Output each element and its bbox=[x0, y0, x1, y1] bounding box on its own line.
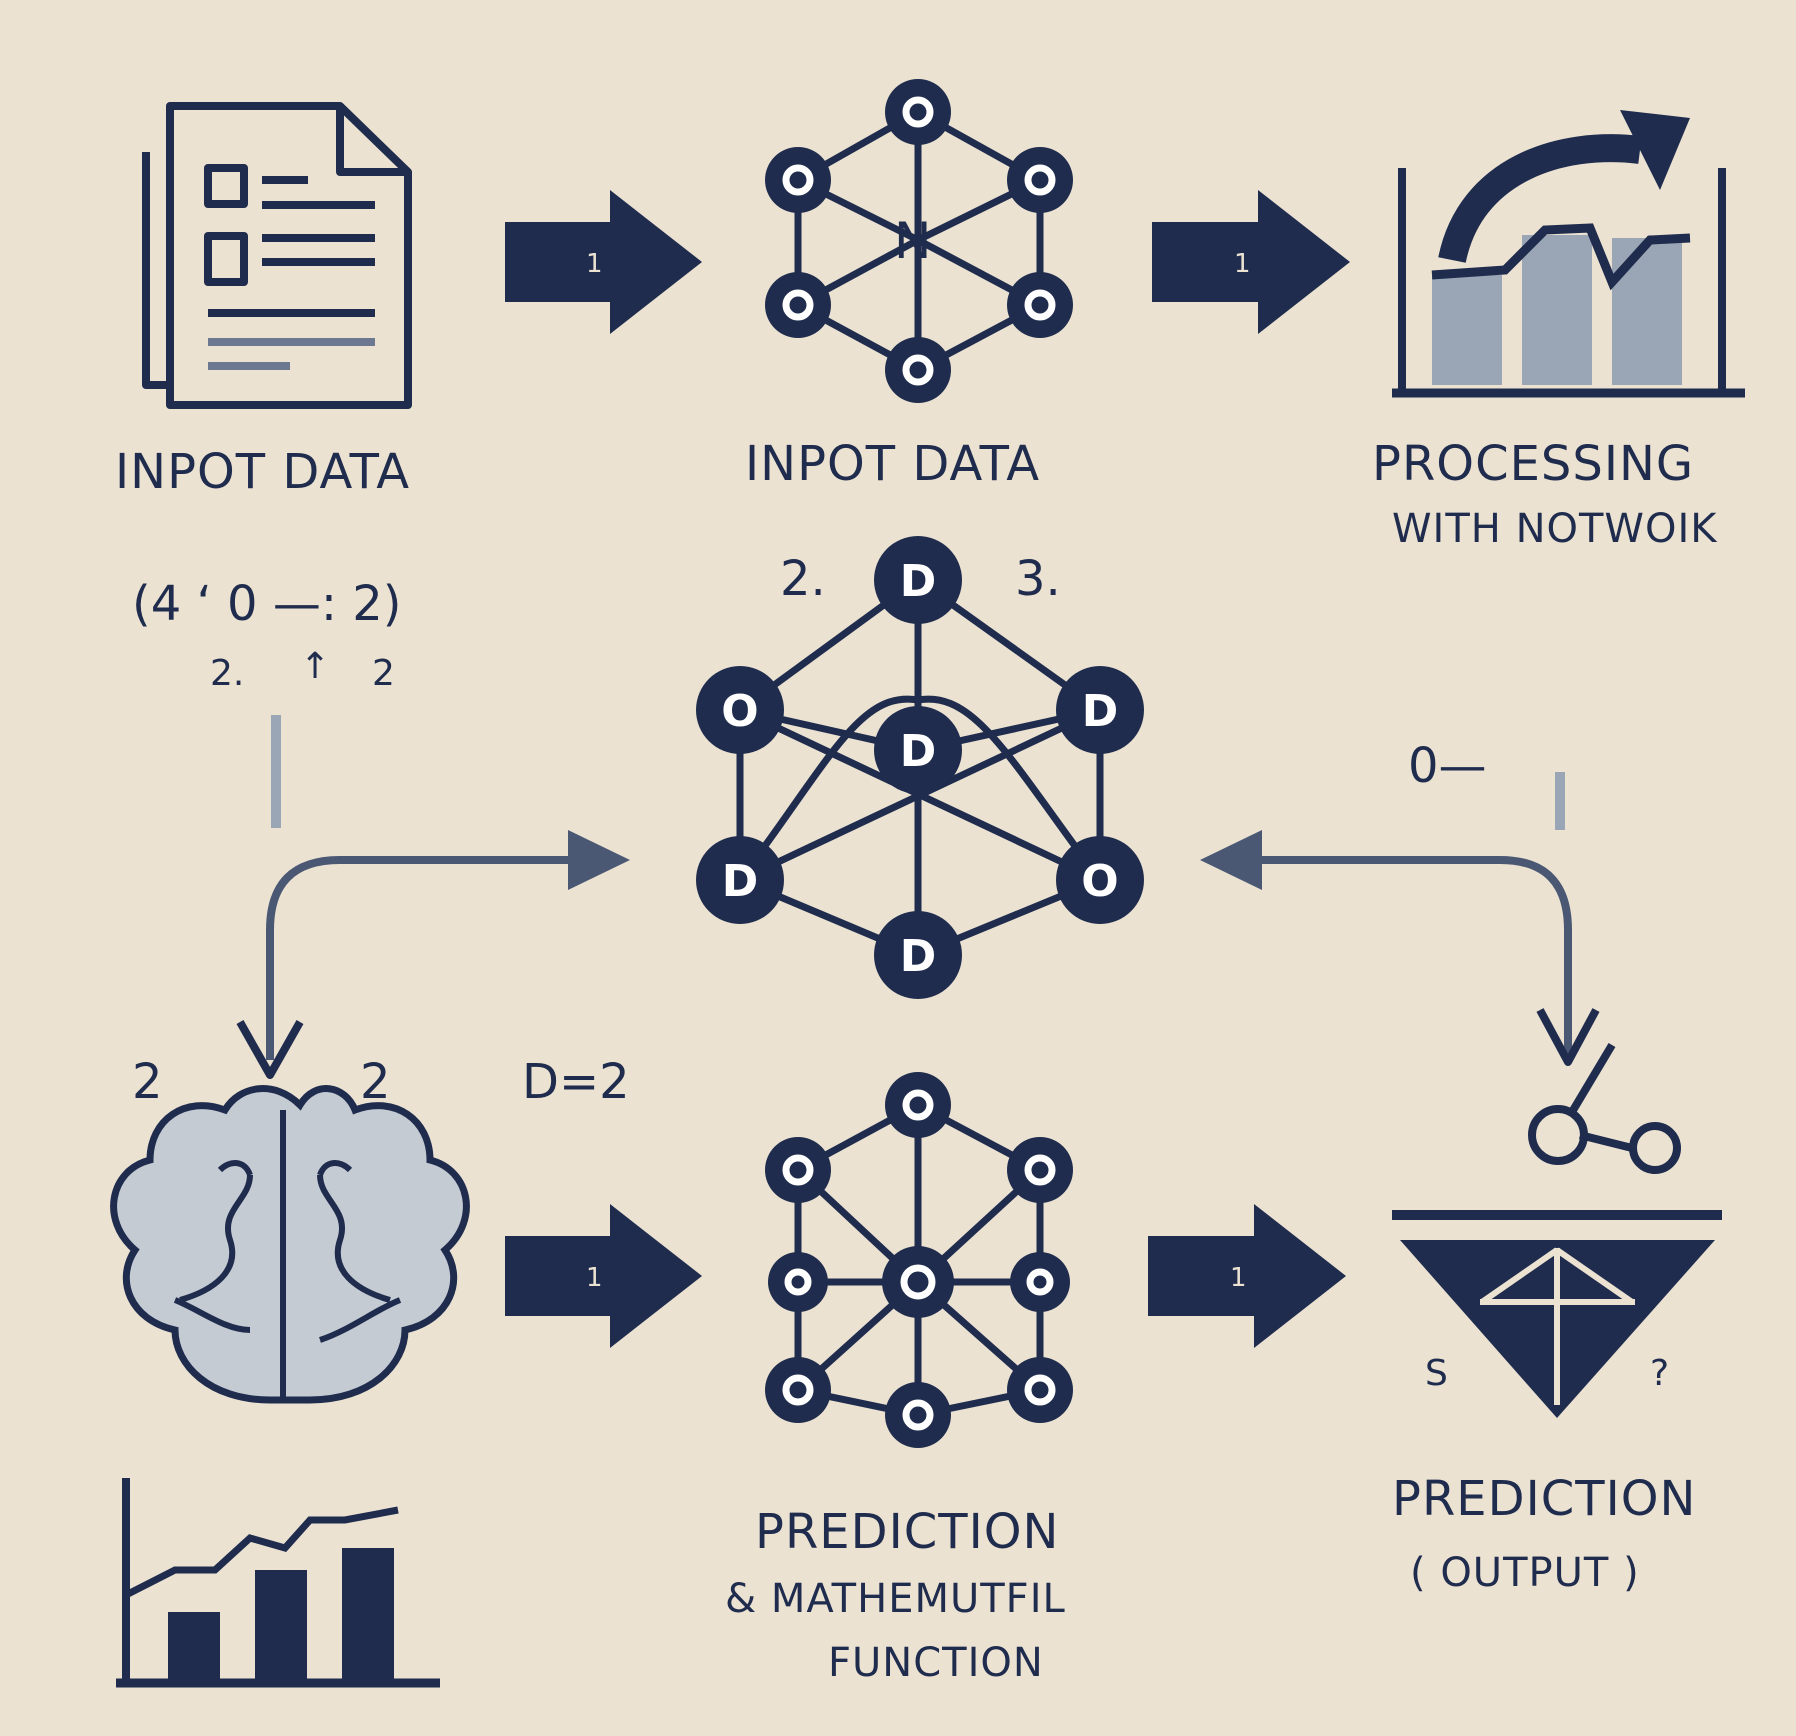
annotation-2: 2 bbox=[132, 1054, 163, 1110]
annotation-d-2: D=2 bbox=[522, 1054, 630, 1110]
mini-bar-chart-icon bbox=[116, 1478, 440, 1688]
processing-label-1: PROCESSING bbox=[1372, 436, 1694, 492]
network-icon bbox=[765, 1072, 1073, 1448]
svg-text:1: 1 bbox=[1234, 249, 1251, 279]
network-center-letter: N bbox=[894, 212, 931, 270]
node-d: D bbox=[722, 856, 759, 907]
svg-text:1: 1 bbox=[1230, 1263, 1247, 1293]
node-d: D bbox=[900, 726, 937, 777]
node-o: O bbox=[1081, 856, 1118, 907]
arrow-right-icon: 1 bbox=[505, 190, 702, 334]
svg-text:1: 1 bbox=[586, 1263, 603, 1293]
node-d: D bbox=[1082, 686, 1119, 737]
prediction-function-label-1: PREDICTION bbox=[755, 1504, 1059, 1560]
node-o: O bbox=[721, 686, 758, 737]
svg-text:(4 ‘ 0 —: 2): (4 ‘ 0 —: 2) bbox=[132, 576, 402, 632]
arrow-right-icon: 1 bbox=[1148, 1204, 1346, 1348]
svg-text:↑: ↑ bbox=[300, 646, 330, 687]
feedback-arrow-right bbox=[1200, 830, 1600, 1066]
svg-text:2.: 2. bbox=[210, 653, 244, 694]
node-d: D bbox=[900, 931, 937, 982]
feedback-arrow-left bbox=[236, 830, 630, 1079]
central-network: 2. 3. D O D D D O bbox=[696, 536, 1144, 999]
central-network-label-right: 3. bbox=[1015, 551, 1061, 607]
network-icon: N bbox=[765, 79, 1073, 403]
formula: (4 ‘ 0 —: 2) 2. ↑ 2 bbox=[132, 576, 402, 828]
document-label: INPOT DATA bbox=[115, 444, 410, 500]
arrow-right-icon: 1 bbox=[1152, 190, 1350, 334]
central-network-label-left: 2. bbox=[780, 551, 826, 607]
bar-chart-icon bbox=[1392, 110, 1745, 398]
prediction-output-label-2: ( OUTPUT ) bbox=[1410, 1550, 1640, 1596]
brain-icon bbox=[110, 1085, 470, 1404]
prediction-output-label-1: PREDICTION bbox=[1392, 1471, 1696, 1527]
annotation-2: 2 bbox=[360, 1054, 391, 1110]
prediction-function-label-2: & MATHEMUTFIL bbox=[725, 1576, 1066, 1622]
side-note: 0— bbox=[1408, 738, 1487, 794]
svg-text:S: S bbox=[1425, 1353, 1448, 1394]
prediction-function-label-3: FUNCTION bbox=[828, 1640, 1044, 1686]
svg-text:?: ? bbox=[1650, 1353, 1669, 1394]
funnel-icon: S ? bbox=[1392, 1042, 1722, 1418]
svg-text:1: 1 bbox=[586, 249, 603, 279]
svg-text:2: 2 bbox=[372, 653, 395, 694]
arrow-right-icon: 1 bbox=[505, 1204, 702, 1348]
network-label: INPOT DATA bbox=[745, 436, 1040, 492]
document-icon bbox=[142, 102, 412, 409]
node-d: D bbox=[900, 556, 937, 607]
processing-label-2: WITH NOTWOIK bbox=[1392, 506, 1718, 552]
